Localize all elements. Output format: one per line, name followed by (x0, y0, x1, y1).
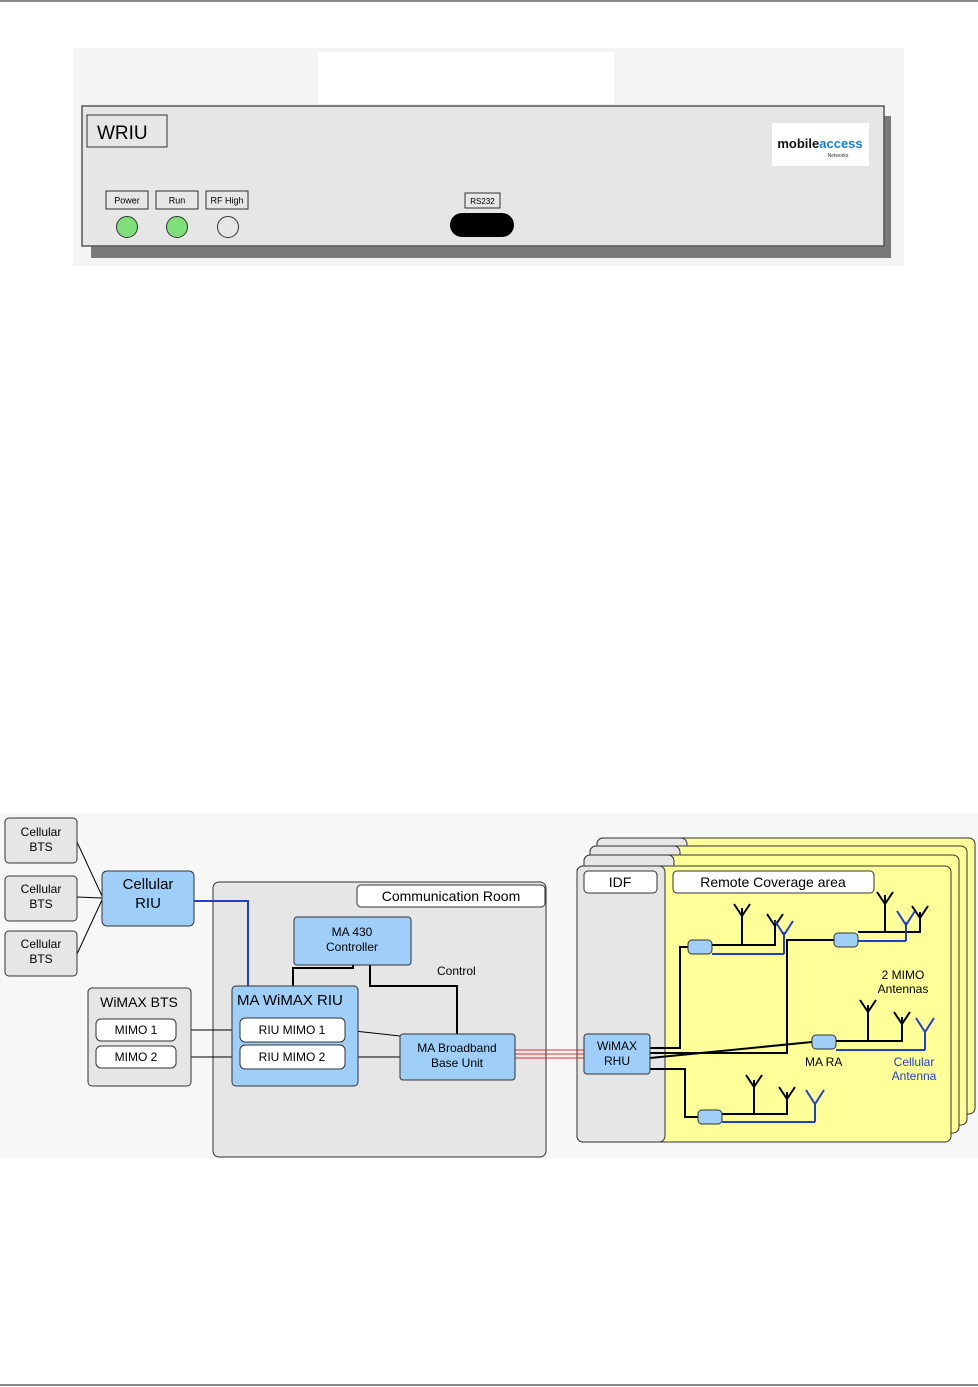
control-label: Control (437, 964, 476, 978)
logo-bold: mobile (777, 136, 819, 151)
rs232-port (450, 213, 514, 237)
logo-sub: Networks (828, 153, 849, 159)
rhu-line1: WiMAX (597, 1039, 637, 1053)
power-led (117, 217, 138, 238)
rhu-line2: RHU (604, 1054, 630, 1068)
remote-antenna-unit (688, 940, 712, 954)
controller-line2: Controller (326, 940, 378, 954)
riu-mimo2-label: RIU MIMO 2 (259, 1050, 326, 1064)
rs232-label: RS232 (470, 197, 495, 206)
logo-accent: access (819, 136, 862, 151)
coverage-label: Remote Coverage area (700, 874, 846, 890)
idf-label: IDF (609, 874, 632, 890)
mimo-antennas-line2: Antennas (878, 982, 929, 996)
bbu-line1: MA Broadband (417, 1041, 496, 1055)
unit-name: WRIU (97, 123, 148, 144)
power-label: Power (114, 196, 140, 206)
idf-panel (577, 866, 665, 1142)
ma-ra-label: MA RA (805, 1055, 842, 1069)
wimax-bts-title: WiMAX BTS (100, 994, 178, 1010)
controller-line1: MA 430 (332, 925, 373, 939)
bts-line1: Cellular (21, 825, 62, 839)
ma-ra-unit (812, 1035, 836, 1049)
bottom-rule (0, 1384, 978, 1386)
cellular-antenna-line2: Antenna (892, 1069, 937, 1083)
bts-line1: Cellular (21, 937, 62, 951)
bts-line2: BTS (29, 952, 52, 966)
remote-antenna-unit (698, 1110, 722, 1124)
mimo1-label: MIMO 1 (115, 1023, 158, 1037)
riu-line2: RIU (135, 895, 161, 912)
cellular-antenna-line1: Cellular (894, 1055, 935, 1069)
wriu-front-panel: WRIU Power Run RF High RS232 mobileacces… (0, 0, 978, 280)
comm-room-label: Communication Room (382, 888, 521, 904)
mimo-antennas-line1: 2 MIMO (882, 968, 925, 982)
mimo2-label: MIMO 2 (115, 1050, 158, 1064)
bbu-line2: Base Unit (431, 1056, 484, 1070)
logo-wordmark: mobileaccess (777, 136, 862, 151)
run-led (167, 217, 188, 238)
network-diagram: IDF Remote Coverage area Communication R… (0, 800, 978, 1160)
mobileaccess-logo: mobileaccess Networks (772, 123, 869, 166)
panel-top-gap (318, 52, 614, 104)
bts-line1: Cellular (21, 882, 62, 896)
riu-mimo1-label: RIU MIMO 1 (259, 1023, 326, 1037)
wimax-riu-title: MA WiMAX RIU (237, 992, 343, 1009)
riu-line1: Cellular (123, 876, 174, 893)
rf-high-label: RF High (210, 196, 243, 206)
remote-antenna-unit (834, 933, 858, 947)
bts-line2: BTS (29, 840, 52, 854)
bts-line2: BTS (29, 897, 52, 911)
run-label: Run (169, 196, 186, 206)
rf-high-led (218, 217, 239, 238)
